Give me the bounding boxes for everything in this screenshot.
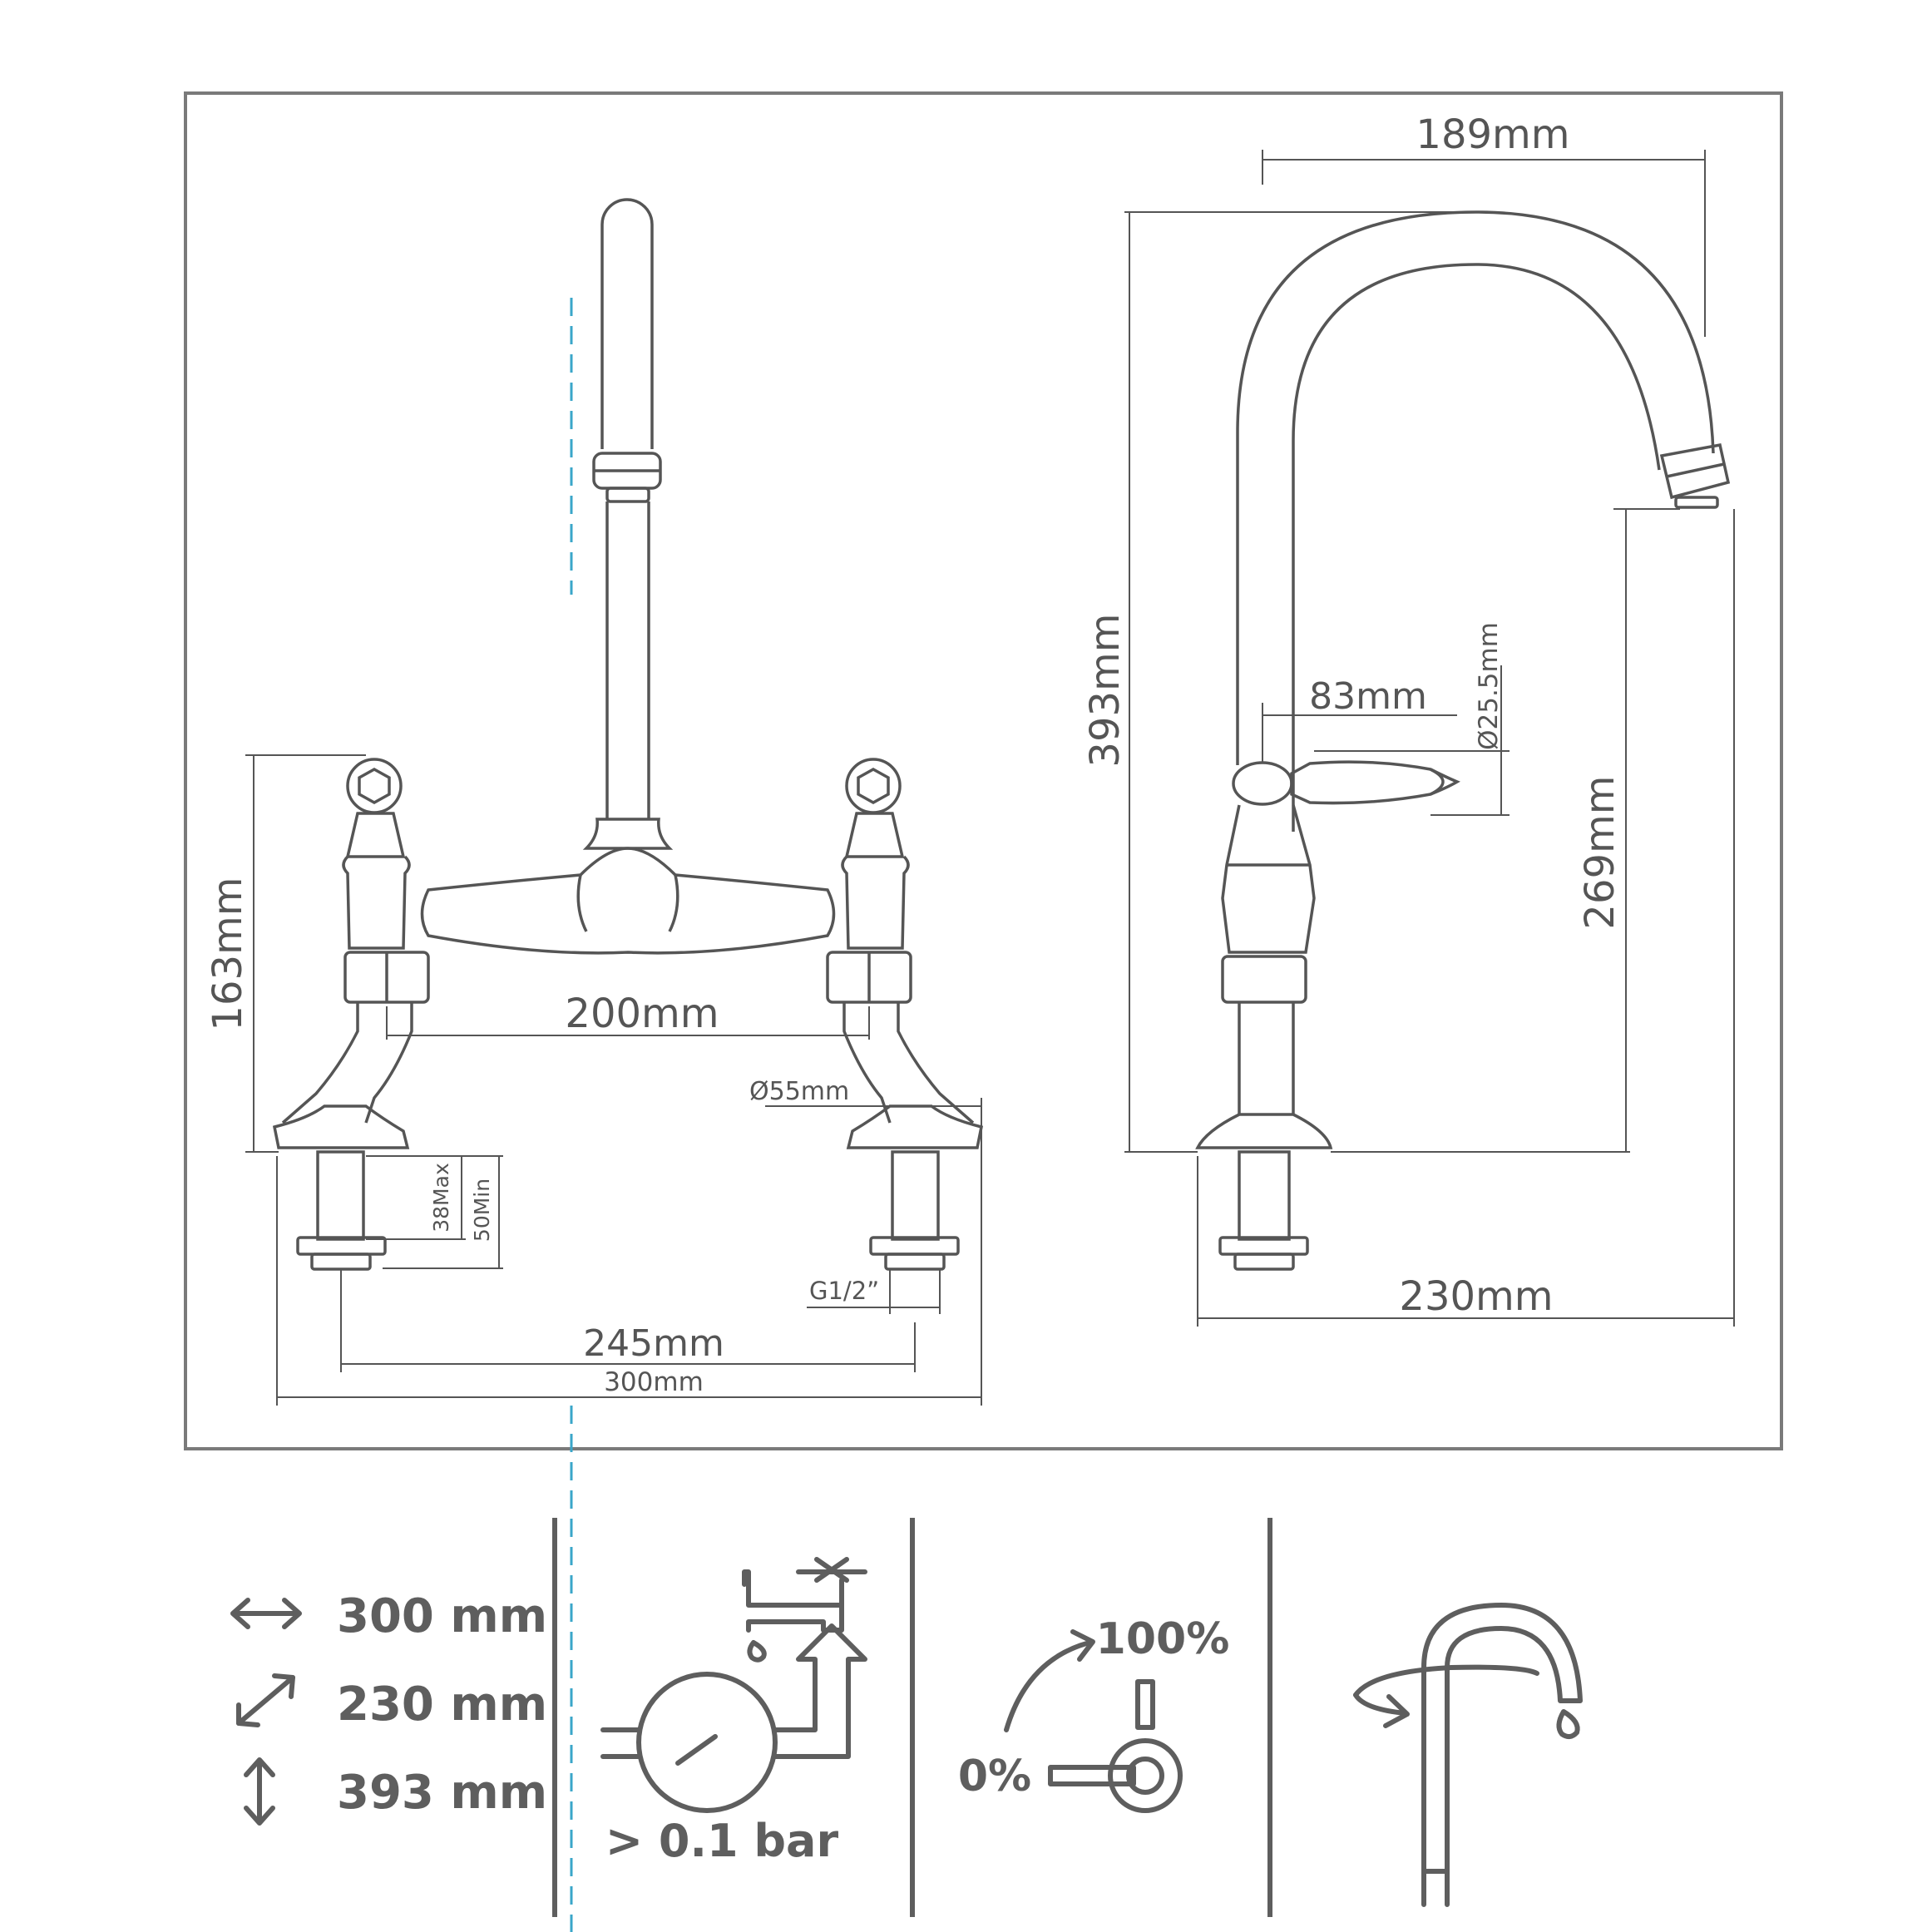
dim-height-393: 393mm <box>1082 613 1129 767</box>
spec-flow-max: 100% <box>1096 1614 1230 1664</box>
front-view-dimension-lines <box>245 754 982 1406</box>
lever-flow-icon <box>1004 1629 1183 1813</box>
spec-pressure: > 0.1 bar <box>605 1815 839 1867</box>
vertical-arrows-icon <box>244 1757 275 1826</box>
spec-width: 300 mm <box>337 1589 547 1643</box>
dim-reach-189: 189mm <box>1416 111 1569 158</box>
dim-diameter-55: Ø55mm <box>749 1077 849 1106</box>
dim-clearance-269: 269mm <box>1577 775 1623 929</box>
dim-centers-245: 245mm <box>583 1322 724 1365</box>
horizontal-arrows-icon <box>230 1598 302 1629</box>
spec-height: 393 mm <box>337 1766 547 1820</box>
side-view-dimension-lines <box>1124 150 1735 1327</box>
dim-height-163: 163mm <box>205 877 251 1030</box>
side-view-tap <box>1195 210 1731 1271</box>
dim-lever-83: 83mm <box>1309 675 1427 718</box>
dim-overall-300: 300mm <box>604 1367 704 1397</box>
dim-deck-max: 38Max <box>429 1163 453 1233</box>
dim-thread: G1/2” <box>809 1277 879 1305</box>
spec-dividers <box>552 1518 1272 1917</box>
dim-lever-diameter: Ø25.5mm <box>1474 622 1504 750</box>
dim-centers-200: 200mm <box>565 991 719 1037</box>
dim-depth-230: 230mm <box>1399 1273 1553 1320</box>
swivel-spout-icon <box>1353 1603 1583 1907</box>
water-pressure-gauge-icon <box>600 1557 867 1813</box>
front-view-tap <box>272 198 984 1271</box>
drawing-frame <box>184 91 1783 1450</box>
dim-deck-min: 50Min <box>470 1178 494 1242</box>
spec-depth: 230 mm <box>337 1678 547 1732</box>
diagonal-arrows-icon <box>236 1673 295 1727</box>
spec-flow-min: 0% <box>958 1752 1031 1801</box>
